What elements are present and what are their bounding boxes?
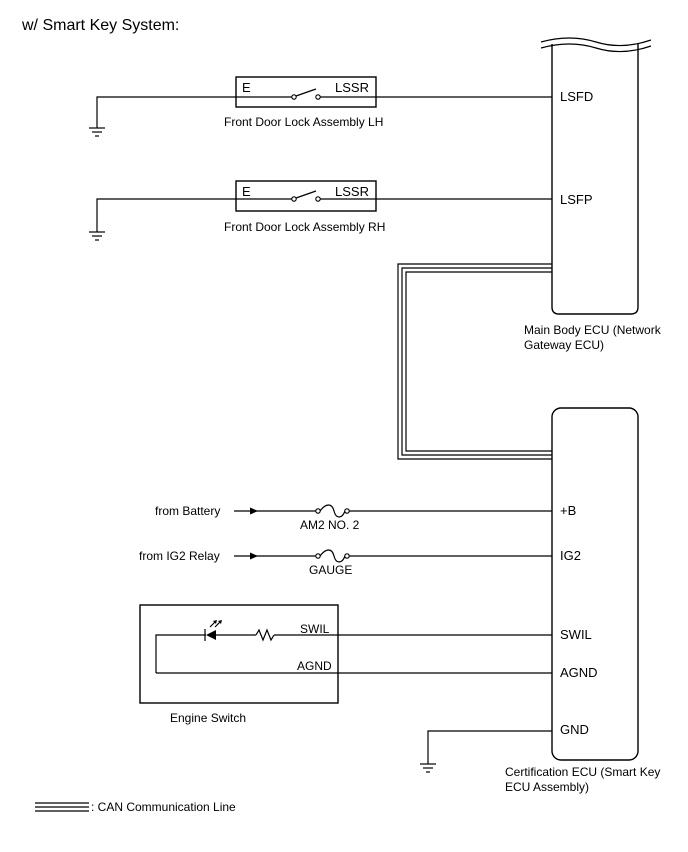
ig2-feed: from IG2 Relay GAUGE: [139, 549, 552, 577]
fuse-terminal: [315, 553, 321, 559]
pin-swil: SWIL: [560, 627, 592, 642]
main-body-ecu-label-line1: Main Body ECU (Network: [524, 323, 662, 337]
fuse-terminal: [344, 553, 350, 559]
fuse-terminal: [315, 508, 321, 514]
front-door-lock-rh: E LSSR Front Door Lock Assembly RH: [224, 180, 385, 234]
engine-switch: SWIL AGND Engine Switch: [139, 604, 552, 725]
front-door-rh-box: [235, 180, 377, 212]
switch-contact-right: [315, 196, 321, 202]
arrow-right-icon: [250, 507, 258, 515]
certification-ecu-label-line2: ECU Assembly): [505, 780, 589, 794]
wire-lh-ground: [96, 96, 236, 128]
wire-gnd: [427, 730, 552, 764]
main-body-ecu-box: [551, 44, 639, 315]
battery-feed: from Battery AM2 NO. 2: [155, 504, 552, 532]
led-icon: [204, 620, 222, 641]
front-door-rh-label: Front Door Lock Assembly RH: [224, 220, 385, 234]
ground-symbol-icon: [89, 231, 105, 241]
pin-plus-b: +B: [560, 503, 576, 518]
source-ig2-relay: from IG2 Relay: [139, 549, 220, 563]
front-door-rh-pin-e: E: [242, 184, 251, 199]
pin-gnd: GND: [560, 722, 589, 737]
main-body-ecu-label-line2: Gateway ECU): [524, 338, 604, 352]
front-door-lh-pin-lssr: LSSR: [335, 80, 369, 95]
source-battery: from Battery: [155, 504, 220, 518]
engine-switch-loop: [155, 634, 206, 673]
ground-symbol-icon: [420, 763, 436, 773]
front-door-lh-label: Front Door Lock Assembly LH: [224, 115, 383, 129]
arrow-right-icon: [250, 552, 258, 560]
diagram-title: w/ Smart Key System:: [21, 17, 179, 34]
fuse-terminal: [344, 508, 350, 514]
wire-rh-ground: [96, 198, 236, 232]
front-door-lock-lh: E LSSR Front Door Lock Assembly LH: [224, 76, 383, 129]
switch-contact-left: [291, 94, 297, 100]
switch-blade: [295, 190, 317, 199]
pin-lsfd: LSFD: [560, 89, 593, 104]
resistor-icon: [255, 628, 275, 642]
ground-symbol-icon: [89, 127, 105, 137]
legend-can-label: : CAN Communication Line: [91, 800, 236, 814]
engine-switch-label: Engine Switch: [170, 711, 246, 725]
certification-ecu-box: [551, 407, 639, 761]
can-communication-line: [397, 263, 552, 460]
fuse-gauge-icon: [319, 549, 346, 563]
switch-blade: [295, 88, 317, 97]
fuse-am2-icon: [319, 504, 346, 518]
front-door-rh-pin-lssr: LSSR: [335, 184, 369, 199]
pin-lsfp: LSFP: [560, 192, 593, 207]
fuse-gauge-label: GAUGE: [309, 563, 352, 577]
certification-ecu: +B IG2 SWIL AGND GND Certification ECU (…: [505, 407, 660, 794]
front-door-lh-pin-e: E: [242, 80, 251, 95]
certification-ecu-label-line1: Certification ECU (Smart Key: [505, 765, 660, 779]
engine-switch-pin-swil: SWIL: [300, 622, 330, 636]
legend: : CAN Communication Line: [35, 800, 236, 814]
engine-switch-pin-agnd: AGND: [297, 659, 332, 673]
pin-ig2: IG2: [560, 548, 581, 563]
switch-contact-right: [315, 94, 321, 100]
engine-switch-box: [139, 604, 339, 704]
break-mark-bottom: [540, 43, 652, 53]
fuse-am2-label: AM2 NO. 2: [300, 518, 360, 532]
pin-agnd: AGND: [560, 665, 598, 680]
break-mark-top: [540, 37, 652, 47]
main-body-ecu: LSFD LSFP Main Body ECU (Network Gateway…: [524, 37, 662, 352]
switch-contact-left: [291, 196, 297, 202]
